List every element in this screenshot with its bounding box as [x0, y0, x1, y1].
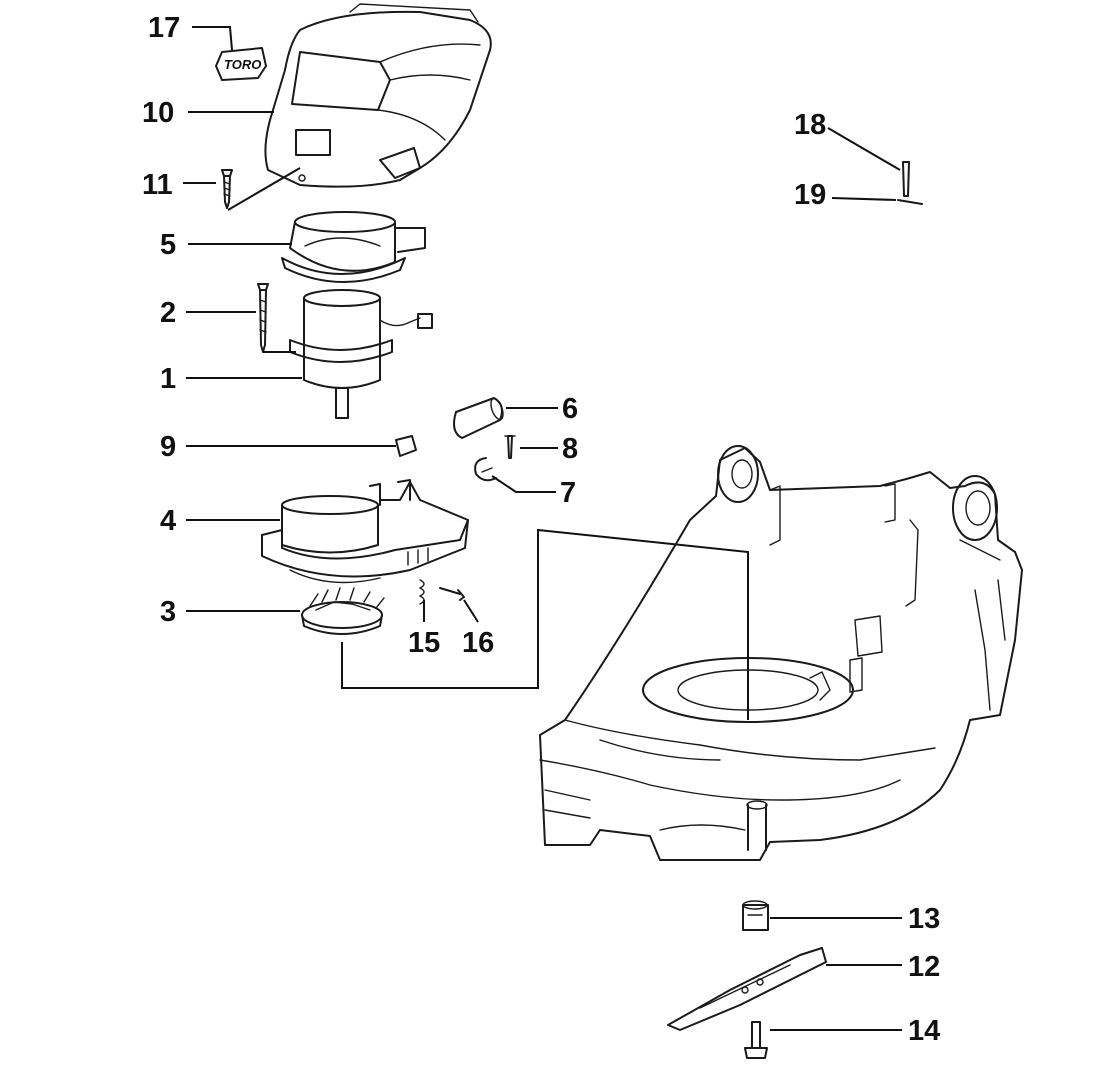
- callout-15: 15: [408, 627, 440, 659]
- part-3-fan: [301, 587, 385, 635]
- part-16-screw: [439, 587, 465, 601]
- callout-labels: 17 10 11 5 2 1 9 4 3 6 8 7 15 16 18 19 1…: [142, 12, 940, 1047]
- part-10-motor-cover: [264, 3, 492, 188]
- callout-18: 18: [794, 109, 826, 141]
- part-7-spring-clip: [474, 457, 497, 482]
- callout-4: 4: [160, 505, 176, 537]
- part-8-pin: [504, 435, 516, 459]
- part-18-bolt: [902, 161, 910, 197]
- callout-17: 17: [148, 12, 180, 44]
- part-11-screw: [221, 169, 233, 209]
- callout-5: 5: [160, 229, 176, 261]
- callout-1: 1: [160, 363, 176, 395]
- part-12-blade: [667, 947, 827, 1031]
- mower-deck: [539, 445, 1023, 861]
- callout-9: 9: [160, 431, 176, 463]
- part-2-long-screw: [257, 283, 269, 353]
- part-4-lower-housing: [261, 479, 469, 584]
- callout-7: 7: [560, 477, 576, 509]
- callout-10: 10: [142, 97, 174, 129]
- part-13-blade-adapter: [742, 900, 769, 931]
- callout-12: 12: [908, 951, 940, 983]
- callout-19: 19: [794, 179, 826, 211]
- logo-text: TORO: [224, 57, 261, 72]
- part-17-logo-badge: TORO: [215, 47, 267, 81]
- part-9-clip: [395, 435, 417, 457]
- leader-lines: [183, 26, 902, 1031]
- callout-6: 6: [562, 393, 578, 425]
- callout-14: 14: [908, 1015, 940, 1047]
- callout-11: 11: [142, 169, 173, 201]
- part-1-motor: [289, 289, 433, 419]
- callout-16: 16: [462, 627, 494, 659]
- part-6-cylinder: [453, 397, 504, 439]
- callout-8: 8: [562, 433, 578, 465]
- assembly-bracket-line: [341, 528, 749, 720]
- callout-13: 13: [908, 903, 940, 935]
- callout-3: 3: [160, 596, 176, 628]
- callout-2: 2: [160, 297, 176, 329]
- part-14-blade-bolt: [744, 1021, 768, 1059]
- part-19-washer: [897, 199, 923, 205]
- part-5-motor-housing-upper: [281, 211, 426, 283]
